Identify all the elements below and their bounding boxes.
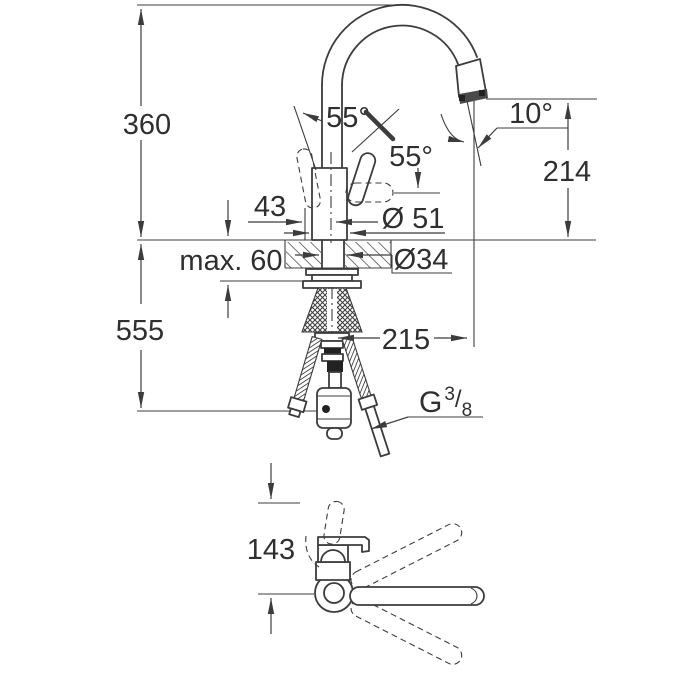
- dim-label-43: 43: [254, 191, 286, 223]
- fixing-cone: [301, 287, 363, 333]
- dim-label-360: 360: [123, 109, 171, 141]
- spout-solid: [349, 586, 485, 606]
- dim-total-height: 555: [116, 244, 164, 408]
- mounting-flange: [302, 268, 362, 289]
- dim-label-o51: Ø 51: [382, 203, 445, 235]
- dim-label-143: 143: [247, 534, 295, 566]
- supply-hose-left: [287, 335, 323, 418]
- spout-outlet: [455, 58, 488, 104]
- front-view: 143: [247, 463, 485, 665]
- spout-swivel-up-dashed: [350, 523, 463, 590]
- dim-hole-diameter: Ø34: [295, 244, 452, 276]
- dim-label-55-swing: 55°: [389, 141, 433, 173]
- front-lever-swing-arc: [305, 535, 320, 568]
- tilted-stream-line: [466, 100, 482, 167]
- front-body-dome: [320, 549, 346, 563]
- dim-label-214: 214: [543, 156, 591, 188]
- dim-label-o34: Ø34: [394, 244, 449, 276]
- dim-lever-angle-swing: 55°: [351, 108, 433, 188]
- dim-max-deck-thickness: max. 60: [179, 200, 353, 318]
- front-body-upper: [317, 544, 349, 563]
- dim-spout-projection: 215: [338, 324, 467, 356]
- faucet-body: [311, 167, 348, 241]
- lever-solid: [347, 152, 377, 207]
- dim-label-215: 215: [382, 324, 430, 356]
- dim-spout-height: 360: [123, 9, 171, 237]
- dim-label-10: 10°: [509, 98, 553, 130]
- dim-label-max60: max. 60: [179, 245, 282, 277]
- tilt-arc-arrow: [440, 113, 465, 143]
- side-view: 55° 55° 10° 360 214: [116, 3, 597, 458]
- spout-arc: [321, 3, 478, 169]
- dim-front-height: 143: [247, 463, 314, 634]
- front-lever-dashed: [323, 500, 345, 545]
- countertop-section: [284, 239, 392, 270]
- front-body-lower: [315, 561, 351, 581]
- check-valve: [316, 387, 352, 440]
- spout-swivel-down-dashed: [350, 598, 463, 665]
- dim-body-diameter: Ø 51: [284, 203, 445, 237]
- dim-outlet-to-deck: 214: [543, 103, 591, 237]
- lever-horizontal-dashed: [345, 182, 394, 203]
- dim-label-55-open: 55°: [326, 102, 370, 134]
- front-lever-solid: [317, 536, 370, 553]
- swivel-joint-inner: [323, 582, 345, 604]
- dim-lever-reach: 43: [248, 191, 378, 240]
- supply-manifold: [314, 332, 350, 389]
- dim-label-555: 555: [116, 315, 164, 347]
- dim-spray-angle: 10°: [477, 98, 568, 149]
- dim-lever-angle-open: 55°: [293, 102, 370, 171]
- spout-end-cap: [470, 587, 478, 605]
